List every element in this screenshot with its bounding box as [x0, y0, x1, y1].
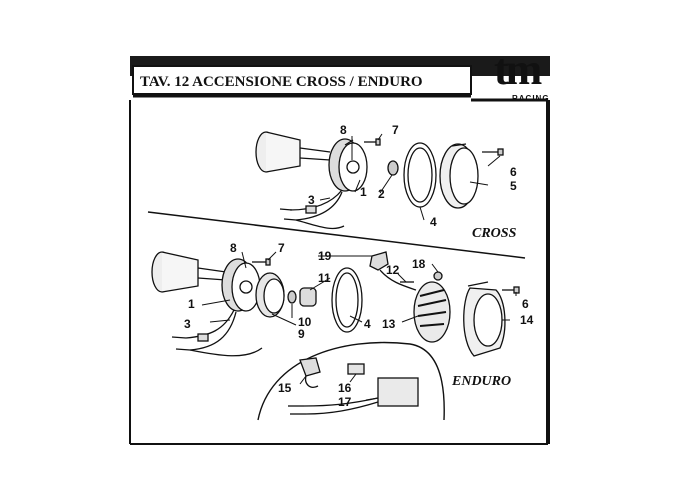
enduro-leader-lines	[201, 251, 517, 401]
callout-18: 18	[412, 257, 426, 271]
callout-6-cross: 6	[510, 165, 517, 179]
callout-3-cross: 3	[308, 193, 315, 207]
callout-12: 12	[386, 263, 400, 277]
enduro-inset-arc	[257, 341, 445, 421]
callout-5: 5	[510, 179, 517, 193]
callout-16: 16	[338, 381, 352, 395]
callout-19: 19	[318, 249, 332, 263]
enduro-inset-parts	[288, 357, 419, 415]
page-title: TAV. 12 ACCENSIONE CROSS / ENDURO	[140, 74, 423, 90]
callout-15: 15	[278, 381, 292, 395]
callout-13: 13	[382, 317, 396, 331]
callout-4-enduro: 4	[364, 317, 371, 331]
callout-6-enduro: 6	[522, 297, 529, 311]
callout-3-enduro: 3	[184, 317, 191, 331]
callout-17: 17	[338, 395, 352, 409]
tm-racing-logo: tm	[494, 45, 542, 94]
section-divider	[147, 211, 526, 259]
section-label-cross: CROSS	[472, 226, 517, 241]
enduro-assembly	[151, 251, 520, 357]
callout-9: 9	[298, 327, 305, 341]
callout-8-cross: 8	[340, 123, 347, 137]
section-label-enduro: ENDURO	[452, 374, 512, 389]
callout-4-cross: 4	[430, 215, 437, 229]
title-box	[132, 65, 472, 95]
callout-2: 2	[378, 187, 385, 201]
callout-1-enduro: 1	[188, 297, 195, 311]
callout-8-enduro: 8	[230, 241, 237, 255]
callout-7-cross: 7	[392, 123, 399, 137]
callout-11: 11	[318, 271, 331, 285]
callout-1-cross: 1	[360, 185, 367, 199]
cross-assembly	[255, 131, 504, 230]
callout-10: 10	[298, 315, 312, 329]
callout-7-enduro: 7	[278, 241, 285, 255]
callout-14: 14	[520, 313, 534, 327]
cross-leader-lines	[319, 133, 501, 221]
tm-racing-logo-subtitle: RACING	[512, 94, 550, 103]
